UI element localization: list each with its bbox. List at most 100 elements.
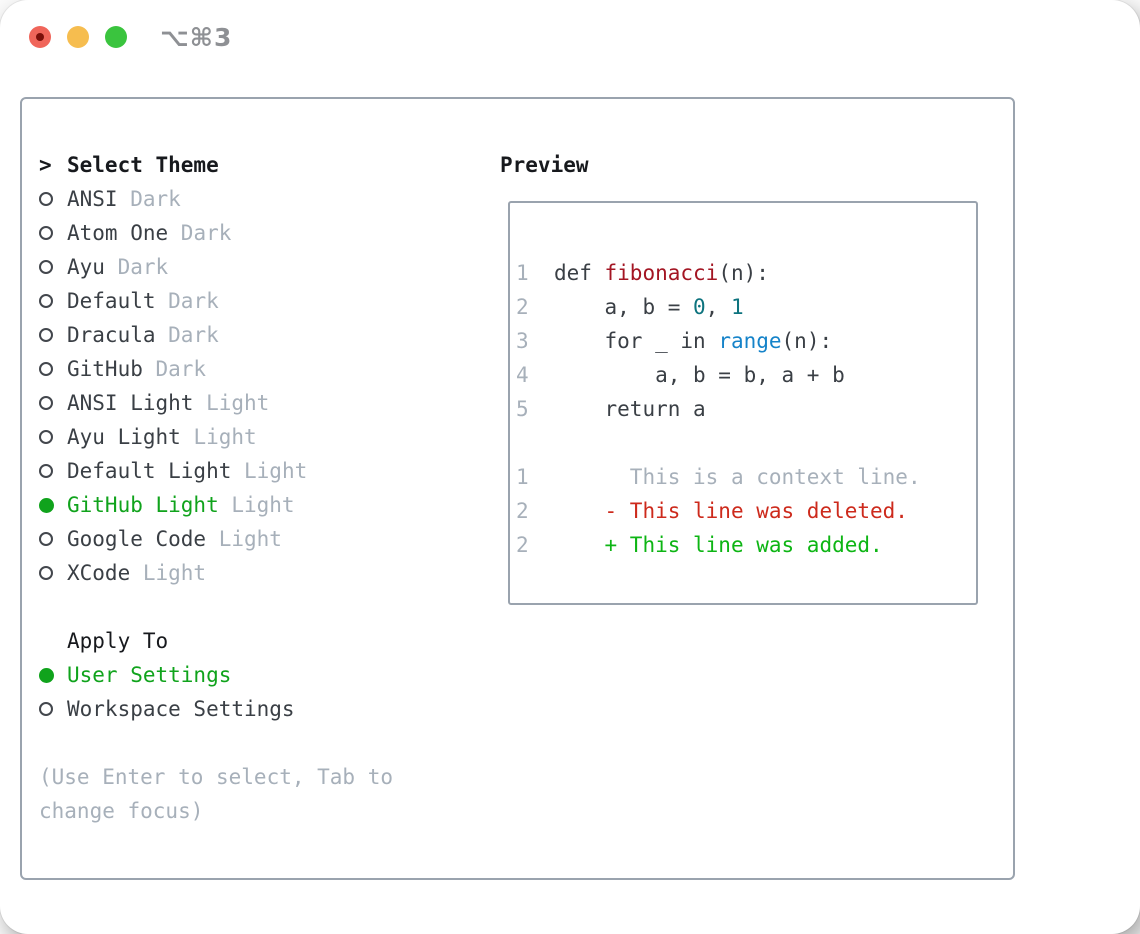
radio-icon [39, 260, 53, 274]
preview-title: Preview [500, 153, 589, 177]
radio-icon [39, 294, 53, 308]
theme-option-8[interactable]: Default Light Light [39, 454, 479, 488]
theme-option-7[interactable]: Ayu Light Light [39, 420, 479, 454]
titlebar: ⌥⌘3 [0, 0, 1140, 74]
theme-name: Google Code [67, 527, 207, 551]
line-number: 2 [516, 295, 529, 319]
preview-column: Preview 1 def fibonacci(n):2 a, b = 0, 1… [500, 148, 1000, 605]
line-number: 2 [516, 499, 529, 523]
theme-variant: Light [180, 425, 257, 449]
code-segment-code: a, b = b, a + b [553, 363, 845, 387]
keyboard-hint: (Use Enter to select, Tab to change focus… [39, 760, 479, 828]
spacer [39, 590, 479, 624]
radio-icon [39, 702, 53, 716]
radio-cell [39, 556, 67, 590]
theme-option-6[interactable]: ANSI Light Light [39, 386, 479, 420]
code-segment-code: (n): [718, 261, 769, 285]
theme-option-2[interactable]: Ayu Dark [39, 250, 479, 284]
radio-icon [39, 430, 53, 444]
radio-cell [39, 182, 67, 216]
theme-name: Atom One [67, 221, 169, 245]
apply-option-1[interactable]: Workspace Settings [39, 692, 479, 726]
theme-variant: Dark [168, 221, 232, 245]
radio-cell [39, 692, 67, 726]
apply-to-title: Apply To [67, 629, 169, 653]
code-segment-added: + This line was added. [553, 533, 883, 557]
theme-option-4[interactable]: Dracula Dark [39, 318, 479, 352]
close-button[interactable] [29, 26, 51, 48]
code-segment-code: a, b = [553, 295, 694, 319]
code-segment-code: def [553, 261, 605, 285]
radio-selected-icon [39, 667, 54, 683]
line-number: 1 [516, 261, 529, 285]
radio-icon [39, 532, 53, 546]
theme-variant: Dark [117, 187, 181, 211]
apply-to-header-row: Apply To [39, 624, 479, 658]
radio-cell [39, 284, 67, 318]
radio-icon [39, 362, 53, 376]
preview-line-3: 4 a, b = b, a + b [516, 358, 976, 392]
theme-name: Ayu [67, 255, 105, 279]
apply-option-label: User Settings [67, 663, 232, 687]
theme-name: GitHub [67, 357, 143, 381]
select-theme-header: >Select Theme [39, 148, 479, 182]
apply-option-label: Workspace Settings [67, 697, 295, 721]
radio-cell [39, 318, 67, 352]
minimize-button[interactable] [67, 26, 89, 48]
radio-selected-icon [39, 497, 54, 513]
radio-icon [39, 396, 53, 410]
radio-icon [39, 566, 53, 580]
zoom-button[interactable] [105, 26, 127, 48]
hint-text-line: change focus) [39, 799, 204, 823]
radio-cell [39, 386, 67, 420]
radio-cell [39, 454, 67, 488]
preview-line-1: 2 a, b = 0, 1 [516, 290, 976, 324]
code-segment-code: return a [553, 397, 706, 421]
radio-icon [39, 226, 53, 240]
line-number: 5 [516, 397, 529, 421]
theme-option-3[interactable]: Default Dark [39, 284, 479, 318]
radio-cell [39, 658, 67, 692]
code-segment-code: , [705, 295, 731, 319]
preview-line-6: 1 This is a context line. [516, 460, 976, 494]
theme-variant: Light [218, 493, 295, 517]
theme-option-11[interactable]: XCode Light [39, 556, 479, 590]
radio-cell [39, 522, 67, 556]
line-number: 2 [516, 533, 529, 557]
code-segment-lit: 1 [730, 295, 744, 319]
theme-option-0[interactable]: ANSI Dark [39, 182, 479, 216]
preview-line-2: 3 for _ in range(n): [516, 324, 976, 358]
theme-name: Ayu Light [67, 425, 181, 449]
code-segment-deleted: - This line was deleted. [553, 499, 908, 523]
radio-cell [39, 216, 67, 250]
apply-option-0[interactable]: User Settings [39, 658, 479, 692]
theme-option-10[interactable]: Google Code Light [39, 522, 479, 556]
theme-variant: Light [231, 459, 308, 483]
code-segment-context: This is a context line. [553, 465, 921, 489]
code-segment-lit: 0 [693, 295, 706, 319]
select-theme-title: Select Theme [67, 153, 219, 177]
preview-line-8: 2 + This line was added. [516, 528, 976, 562]
preview-line-4: 5 return a [516, 392, 976, 426]
hint-text-line: (Use Enter to select, Tab to [39, 765, 394, 789]
theme-variant: Dark [155, 323, 219, 347]
theme-option-5[interactable]: GitHub Dark [39, 352, 479, 386]
theme-name: Default Light [67, 459, 232, 483]
radio-cell [39, 352, 67, 386]
theme-name: Default [67, 289, 156, 313]
theme-option-9[interactable]: GitHub Light Light [39, 488, 479, 522]
code-segment-builtin: range [718, 329, 782, 353]
theme-option-1[interactable]: Atom One Dark [39, 216, 479, 250]
theme-variant: Dark [104, 255, 169, 279]
radio-cell [39, 250, 67, 284]
preview-line-0: 1 def fibonacci(n): [516, 256, 976, 290]
radio-icon [39, 328, 53, 342]
radio-icon [39, 192, 53, 206]
theme-name: Dracula [67, 323, 156, 347]
